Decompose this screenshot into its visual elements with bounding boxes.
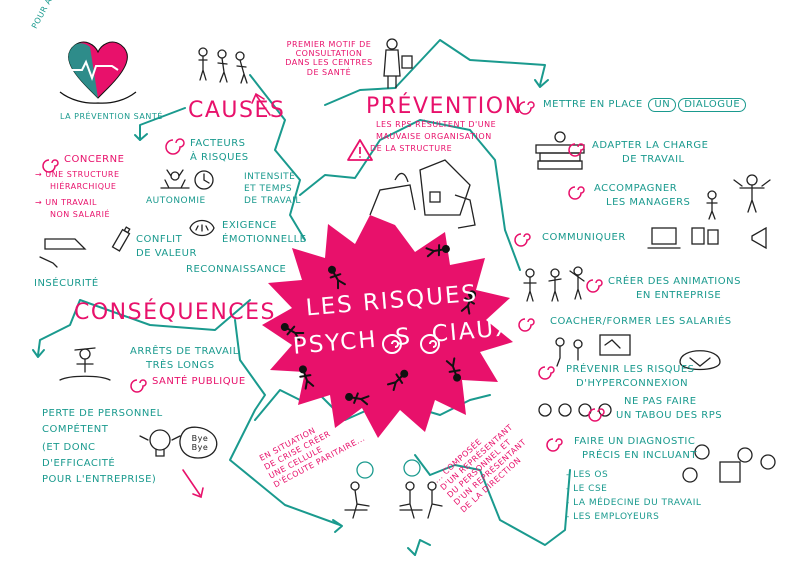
top-motif: Premier motif de consultation dans les c… [274,40,384,77]
perte-l3: (et donc [42,442,96,453]
top-motif-l4: de santé [306,67,352,77]
pink-swirls [42,101,605,452]
center-swirl-icons [382,334,440,354]
prev-item-managers-l2: les managers [606,197,691,208]
arrets-l2: très longs [146,360,215,371]
insecurite-label: Insécurité [34,278,99,289]
pink-arrows [182,92,271,499]
prev-item-dialogue: Mettre en place undialogue [543,98,747,112]
prev-item-hyper-l1: Prévenir les risques [566,364,695,375]
top-motif-l3: dans les centres [285,58,373,68]
concerne-item-2-text: un travail [45,198,97,207]
prev-item-tabou-l2: un tabou des RPS [616,410,723,421]
prev-item-animations-l2: en entreprise [636,290,722,301]
warning-icon [347,139,373,161]
concerne-item-1b: hiérarchique [50,182,117,191]
teal-frame-lines [32,39,571,556]
exigence-l1: Exigence [222,220,277,231]
warning-l3: de la structure [370,144,453,153]
concerne-item-2b: non salarié [50,210,111,219]
heart-logo [59,41,137,104]
concerne-item-1-text: une structure [45,170,120,179]
prev-item-managers-l1: Accompagner [594,183,678,194]
prev-item-charge-l1: Adapter la charge [592,140,709,151]
prev-item-tabou-l1: Ne pas faire [624,396,697,407]
causes-title: Causes [188,98,286,123]
center-title-l2b: s [394,323,414,351]
reconnaissance-label: Reconnaissance [186,264,287,275]
prev-item-animations-l1: Créer des animations [608,276,741,287]
warning-l1: Les RPS résultent d'une [376,120,497,129]
prev-item-hyper-l2: d'hyperconnexion [576,378,689,389]
conflit-l1: Conflit [136,234,183,245]
prev-item-1-l2: un [648,98,677,112]
consequences-title: Conséquences [74,300,277,325]
concerne-label: Concerne [64,154,125,165]
top-motif-l1: Premier motif de [286,40,372,49]
bye-bubble: Bye Bye [186,434,214,452]
falling-figures [280,244,477,406]
central-burst [262,215,513,438]
prev-item-charge-l2: de travail [622,154,685,165]
prev-item-coacher: Coacher/former les salariés [550,316,732,327]
logo-line2: la prévention santé [60,112,163,121]
prev-item-1-l3: dialogue [678,98,747,112]
people-doodles [39,38,776,519]
perte-l5: pour l'entreprise) [42,474,157,485]
prev-item-communiquer: Communiquer [542,232,626,243]
warning-l2: mauvaise organisation [376,132,492,141]
prev-item-diag-l2: précis en incluant [582,450,697,461]
top-motif-l2: consultation [295,49,363,59]
intensite-l1: Intensité [244,172,296,182]
perte-l4: d'efficacité [42,458,116,469]
conflit-l2: de valeur [136,248,197,259]
diag-list-4: - les employeurs [566,512,660,522]
bye-l2: Bye [191,443,209,453]
facteurs-l2: à risques [190,152,249,163]
prevention-title: Prévention [366,94,523,119]
autonomie-label: Autonomie [146,196,206,206]
perte-l1: Perte de personnel [42,408,163,419]
diag-list-1: - les OS [566,470,609,480]
concerne-item-1: → une structure [35,170,120,179]
intensite-l2: et temps [244,184,293,194]
intensite-l3: de travail [244,196,301,206]
houses-doodle [369,159,476,229]
prev-item-diag-l1: Faire un diagnostic [574,436,696,447]
perte-l2: compétent [42,424,109,435]
concerne-item-2: → un travail [35,198,97,207]
diag-list-3: - la médecine du travail [566,498,702,508]
arrets-l1: Arrêts de travail [130,346,239,357]
diag-list-2: - le CSE [566,484,608,494]
sante-publique: Santé publique [152,376,246,387]
exigence-l2: émotionnelle [222,234,307,245]
bye-l1: Bye [191,434,209,443]
prev-item-1-l1: Mettre en place [543,99,643,110]
facteurs-l1: Facteurs [190,138,246,149]
